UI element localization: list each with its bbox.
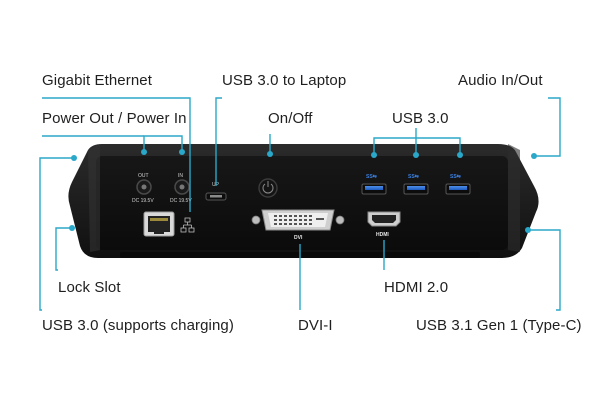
dc-in-marking: DC 19.5V — [170, 198, 192, 204]
hdmi-port: HDMI — [367, 211, 401, 238]
dvi-marking: DVI — [294, 235, 303, 241]
power-button — [258, 178, 278, 198]
ss-logo-1: SS⇆ — [366, 173, 378, 180]
label-audio-in-out: Audio In/Out — [458, 72, 543, 89]
callout-lock-slot — [55, 227, 70, 271]
callout-gigabit-ethernet — [42, 97, 191, 212]
ethernet-port — [143, 211, 195, 237]
label-hdmi20: HDMI 2.0 — [384, 279, 449, 296]
callout-lines — [39, 97, 561, 311]
callout-power-bracket — [143, 135, 183, 150]
network-icon — [180, 217, 195, 233]
label-usb30-to-laptop: USB 3.0 to Laptop — [222, 72, 347, 89]
in-marking: IN — [178, 173, 183, 179]
label-on-off: On/Off — [268, 110, 313, 127]
dc-in-port: IN DC 19.5V — [170, 173, 192, 204]
dc-out-port: OUT DC 19.5V — [132, 173, 154, 204]
label-power-out-in: Power Out / Power In — [42, 110, 187, 127]
label-gigabit-ethernet: Gigabit Ethernet — [42, 72, 152, 89]
ss-logo-3: SS⇆ — [450, 173, 462, 180]
callout-usb3-bracket — [373, 137, 461, 154]
label-usb31-typec: USB 3.1 Gen 1 (Type-C) — [416, 317, 582, 334]
hdmi-marking: HDMI — [376, 232, 389, 238]
label-usb30-charging: USB 3.0 (supports charging) — [42, 317, 234, 334]
usb3-port-2: SS⇆ — [403, 173, 429, 195]
label-lock-slot: Lock Slot — [58, 279, 121, 296]
callout-dots — [69, 149, 537, 233]
label-usb30: USB 3.0 — [392, 110, 449, 127]
ss-logo-2: SS⇆ — [408, 173, 420, 180]
rear-panel — [96, 156, 508, 250]
callout-usb-charging — [39, 157, 72, 311]
callout-typec — [528, 229, 561, 311]
out-marking: OUT — [138, 173, 149, 179]
usb3-port-3: SS⇆ — [445, 173, 471, 195]
dvi-port: DVI — [251, 209, 345, 241]
usb3-port-1: SS⇆ — [361, 173, 387, 195]
label-dvi-i: DVI-I — [298, 317, 333, 334]
callout-usb-to-laptop — [215, 97, 222, 186]
callout-audio — [536, 97, 561, 157]
dc-out-marking: DC 19.5V — [132, 198, 154, 204]
